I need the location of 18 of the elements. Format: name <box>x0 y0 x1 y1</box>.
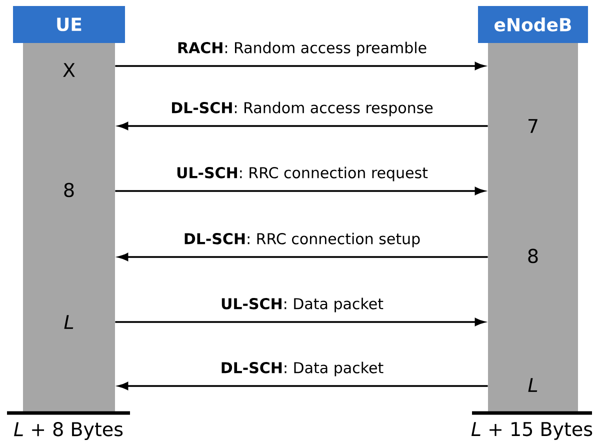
header-box: UE <box>13 6 125 43</box>
arrow <box>115 62 485 70</box>
arrow <box>118 382 488 390</box>
arrow <box>118 122 488 130</box>
arrow <box>115 187 485 195</box>
edge-label: DL-SCH: Random access response <box>170 100 434 118</box>
edge-label: RACH: Random access preamble <box>176 40 428 58</box>
header-box: eNodeB <box>478 6 588 43</box>
edge-label: DL-SCH: RRC connection setup <box>182 232 422 248</box>
edge-label: DL-SCH: Data packet <box>219 360 385 378</box>
lifeline-bar: 7 8 L <box>488 43 578 412</box>
size-label: L + 8 Bytes <box>14 422 123 440</box>
edge-label: UL-SCH: Data packet <box>220 296 384 314</box>
lifeline-bar: X 8 L <box>23 43 115 412</box>
size-label: L + 15 Bytes <box>471 422 592 440</box>
edge-label: UL-SCH: RRC connection request <box>175 166 429 182</box>
arrow <box>118 253 488 261</box>
arrow <box>115 318 485 326</box>
